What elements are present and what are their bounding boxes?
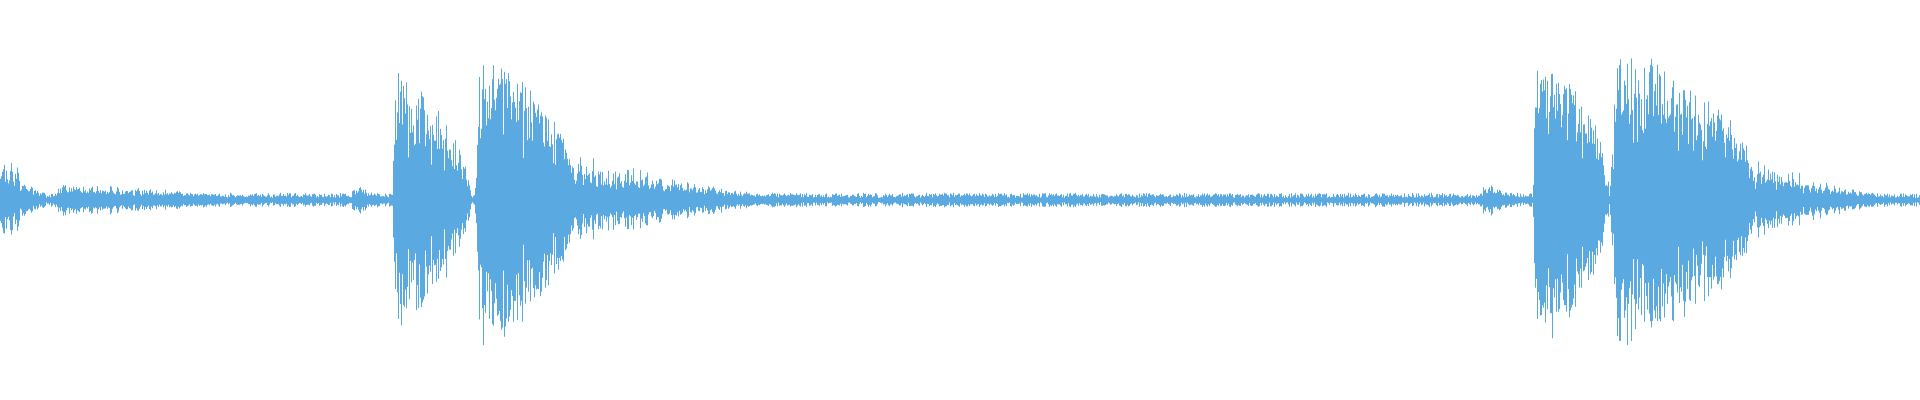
waveform-bars (0, 58, 1920, 346)
waveform-path (0, 58, 1920, 346)
